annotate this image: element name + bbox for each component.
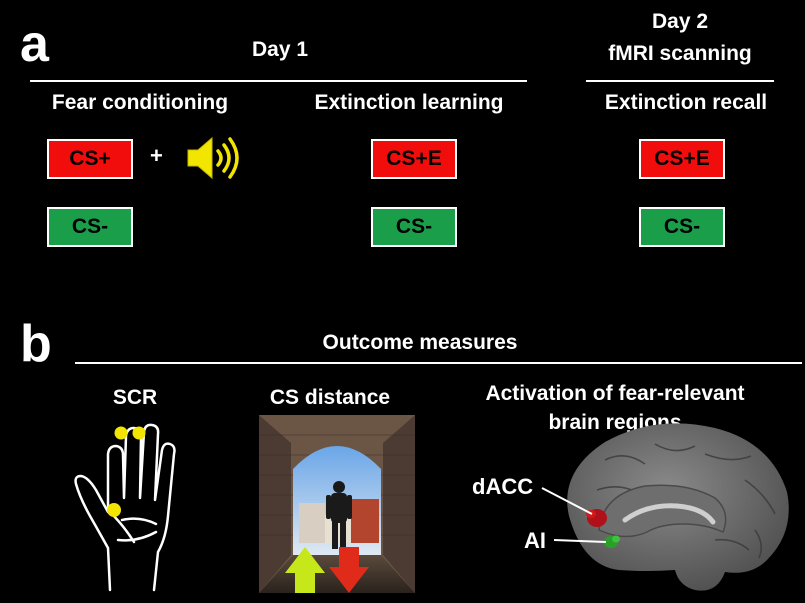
cs-minus-box-learning: CS- <box>371 207 457 247</box>
activation-title-line1: Activation of fear-relevant <box>485 382 745 405</box>
cs-plus-e-box-learning: CS+E <box>371 139 457 179</box>
day1-divider <box>30 80 527 82</box>
day2-subtitle: fMRI scanning <box>608 42 752 65</box>
cs-minus-box-recall: CS- <box>639 207 725 247</box>
outcome-divider <box>75 362 802 364</box>
phase-extinction-learning: Extinction learning <box>314 91 504 114</box>
phase-extinction-recall: Extinction recall <box>604 91 768 114</box>
plus-sign: + <box>150 143 163 168</box>
brain-icon <box>567 423 789 591</box>
panel-label-a: a <box>20 15 49 73</box>
cs-plus-e-box-recall: CS+E <box>639 139 725 179</box>
cs-plus-box: CS+ <box>47 139 133 179</box>
scr-label: SCR <box>112 386 158 409</box>
outcome-title: Outcome measures <box>322 331 518 354</box>
day1-title: Day 1 <box>251 38 309 61</box>
day2-divider <box>586 80 774 82</box>
virtual-environment-image <box>259 415 415 593</box>
down-arrow-icon <box>329 547 369 593</box>
day2-title: Day 2 <box>651 10 709 33</box>
phase-fear-conditioning: Fear conditioning <box>51 91 229 114</box>
ai-leader-line <box>553 539 607 543</box>
panel-label-b: b <box>20 315 52 373</box>
cs-distance-label: CS distance <box>269 386 391 409</box>
dacc-label: dACC <box>472 474 534 499</box>
ai-label: AI <box>524 528 546 553</box>
dacc-leader-line <box>541 487 593 515</box>
up-arrow-icon <box>285 547 325 593</box>
hand-icon <box>74 423 176 592</box>
cs-minus-box-conditioning: CS- <box>47 207 133 247</box>
speaker-icon <box>187 136 239 180</box>
